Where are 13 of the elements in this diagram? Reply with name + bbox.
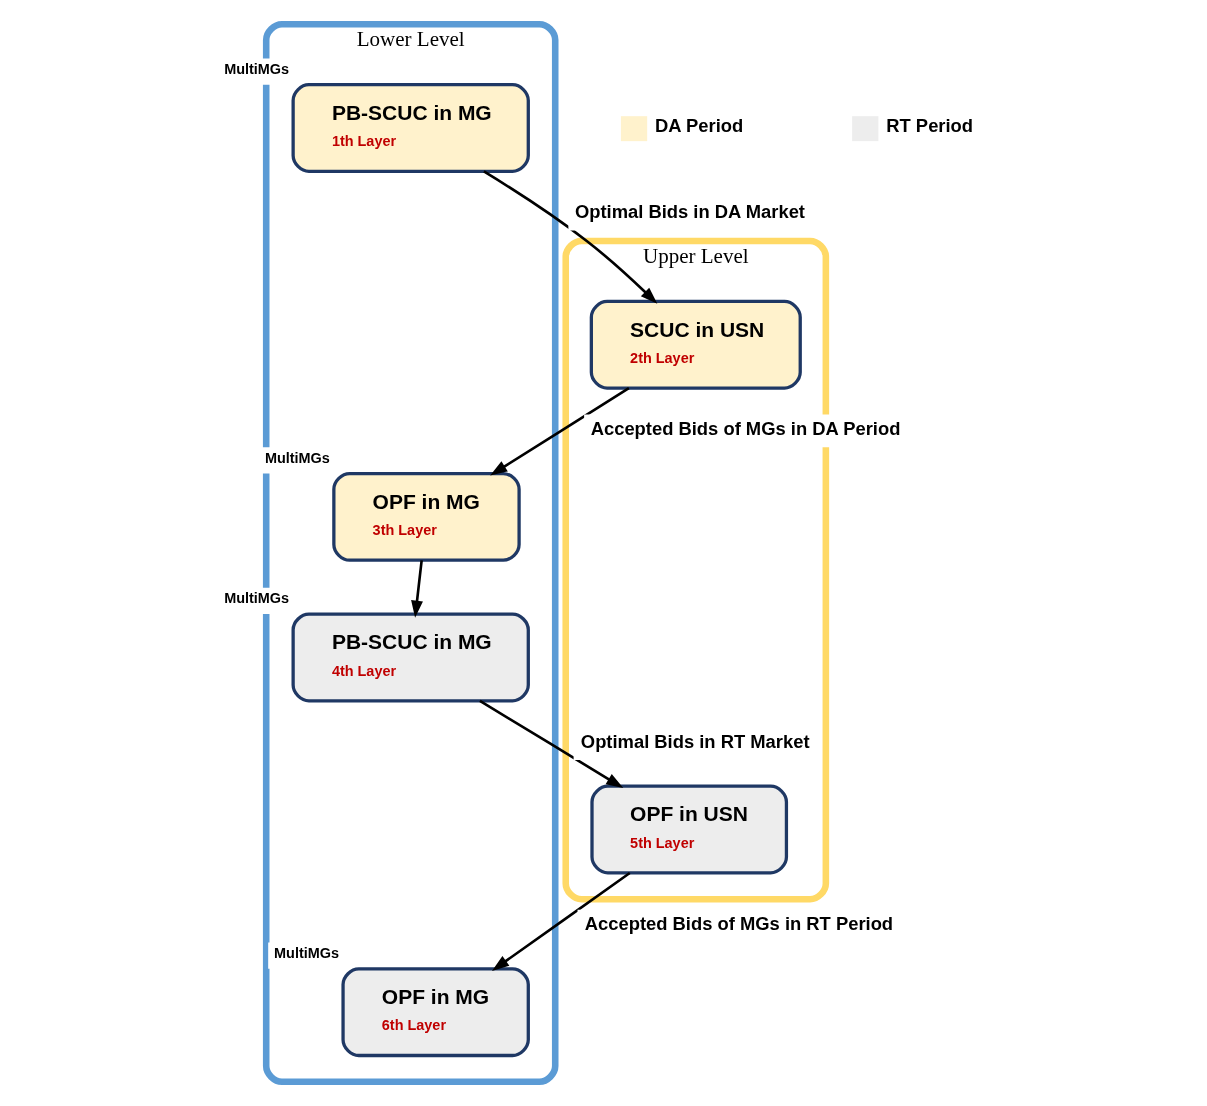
edge-label: Accepted Bids of MGs in RT Period [584,913,894,935]
node-box: OPF in USN 5th Layer [590,784,789,875]
legend-label: DA Period [655,115,744,137]
arrow [483,170,658,304]
arrow [479,699,624,789]
node-label: MultiMGs [274,945,340,962]
node-label: MultiMGs [264,449,330,466]
legend-label: RT Period [886,115,974,137]
edge-label: Optimal Bids in DA Market [574,201,805,223]
arrow [411,560,423,618]
edge-label: Optimal Bids in RT Market [580,730,810,752]
node-box: SCUC in USN 2th Layer [589,299,802,390]
arrow [490,387,630,476]
